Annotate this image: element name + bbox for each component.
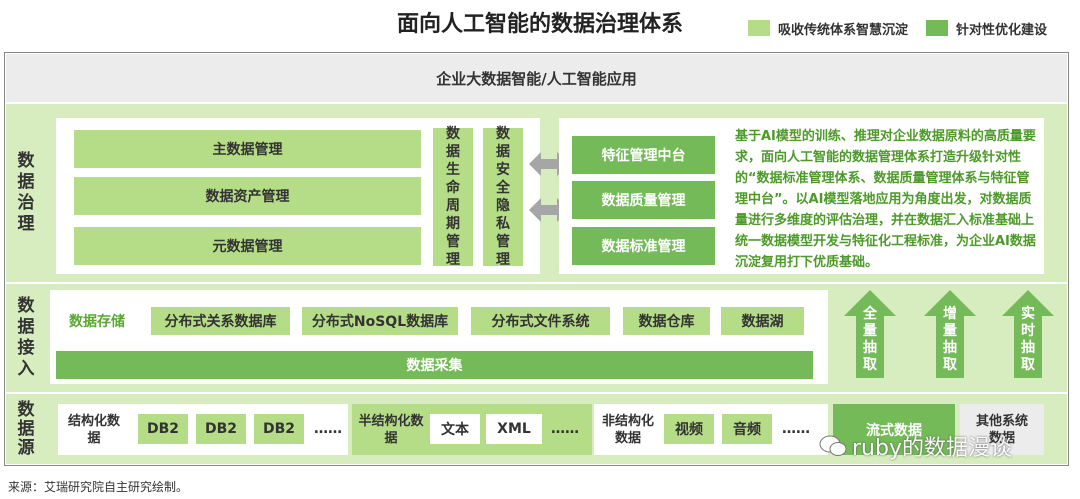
watermark: ruby的数据漫谈 — [818, 428, 1012, 464]
source-xml: XML — [486, 414, 542, 444]
master-data-management: 主数据管理 — [74, 130, 421, 168]
source-text: 文本 — [430, 414, 480, 444]
semi-structured-label: 半结构化数据 — [358, 414, 424, 446]
source-audio: 音频 — [722, 414, 772, 444]
more-ellipsis: …… — [551, 421, 579, 437]
access-label-text: 数据接入 — [17, 296, 35, 379]
source-note: 来源：艾瑞研究院自主研究绘制。 — [8, 480, 189, 494]
more-ellipsis: …… — [782, 421, 810, 437]
feature-management-platform: 特征管理中台 — [572, 136, 715, 174]
full-extract-arrow: 全量抽取 — [840, 288, 900, 380]
diagram-title: 面向人工智能的数据治理体系 — [396, 12, 683, 37]
storage-distributed-nosql: 分布式NoSQL数据库 — [302, 307, 458, 335]
other-system-data: 其他系统数据 — [960, 404, 1044, 455]
legend-swatch-light — [748, 20, 770, 36]
storage-distributed-fs: 分布式文件系统 — [471, 307, 610, 335]
source-video: 视频 — [664, 414, 714, 444]
data-quality-management: 数据质量管理 — [572, 181, 715, 219]
data-security-privacy-management: 数据安全隐私管理 — [483, 126, 523, 268]
watermark-text: ruby的数据漫谈 — [852, 436, 1012, 461]
up-arrow-icon — [924, 290, 976, 378]
data-collection-bar: 数据采集 — [56, 351, 813, 379]
source-db2: DB2 — [254, 414, 304, 444]
structured-data-label: 结构化数据 — [67, 414, 120, 446]
vertical-label: 数据安全隐私管理 — [496, 126, 510, 268]
realtime-extract-arrow: 实时抽取 — [998, 288, 1058, 380]
source-label-text: 数据源 — [17, 399, 35, 458]
data-asset-management: 数据资产管理 — [74, 177, 421, 215]
storage-data-lake: 数据湖 — [721, 307, 804, 335]
up-arrow-icon — [1002, 290, 1054, 378]
stream-data: 流式数据 — [833, 404, 955, 455]
legend-label: 吸收传统体系智慧沉淀 — [778, 22, 909, 38]
governance-label: 数据治理 — [6, 104, 46, 282]
legend-swatch-dark — [926, 20, 948, 36]
access-label: 数据接入 — [6, 284, 46, 392]
unstructured-label: 非结构化数据 — [601, 414, 654, 446]
source-db2: DB2 — [138, 414, 188, 444]
extract-label: 增量抽取 — [943, 306, 957, 373]
storage-data-warehouse: 数据仓库 — [623, 307, 710, 335]
metadata-management: 元数据管理 — [74, 227, 421, 265]
data-lifecycle-management: 数据生命周期管理 — [433, 126, 473, 268]
data-storage-label: 数据存储 — [69, 314, 125, 330]
governance-description: 基于AI模型的训练、推理对企业数据原料的高质量要求，面向人工智能的数据管理体系打… — [735, 129, 1036, 270]
vertical-label: 数据生命周期管理 — [446, 126, 460, 268]
chat-icon — [819, 435, 847, 456]
source-label: 数据源 — [6, 394, 46, 464]
legend-item-traditional: 吸收传统体系智慧沉淀 — [748, 18, 908, 38]
storage-distributed-rdb: 分布式关系数据库 — [151, 307, 290, 335]
governance-label-text: 数据治理 — [17, 151, 35, 234]
legend-item-optimized: 针对性优化建设 — [926, 18, 1047, 38]
incremental-extract-arrow: 增量抽取 — [920, 288, 980, 380]
legend-label: 针对性优化建设 — [956, 22, 1048, 38]
top-application-bar: 企业大数据智能/人工智能应用 — [6, 54, 1067, 102]
extract-label: 实时抽取 — [1021, 306, 1035, 373]
source-db2: DB2 — [196, 414, 246, 444]
extract-label: 全量抽取 — [863, 306, 877, 373]
data-standard-management: 数据标准管理 — [572, 227, 715, 265]
more-ellipsis: …… — [314, 421, 342, 437]
up-arrow-icon — [844, 290, 896, 378]
